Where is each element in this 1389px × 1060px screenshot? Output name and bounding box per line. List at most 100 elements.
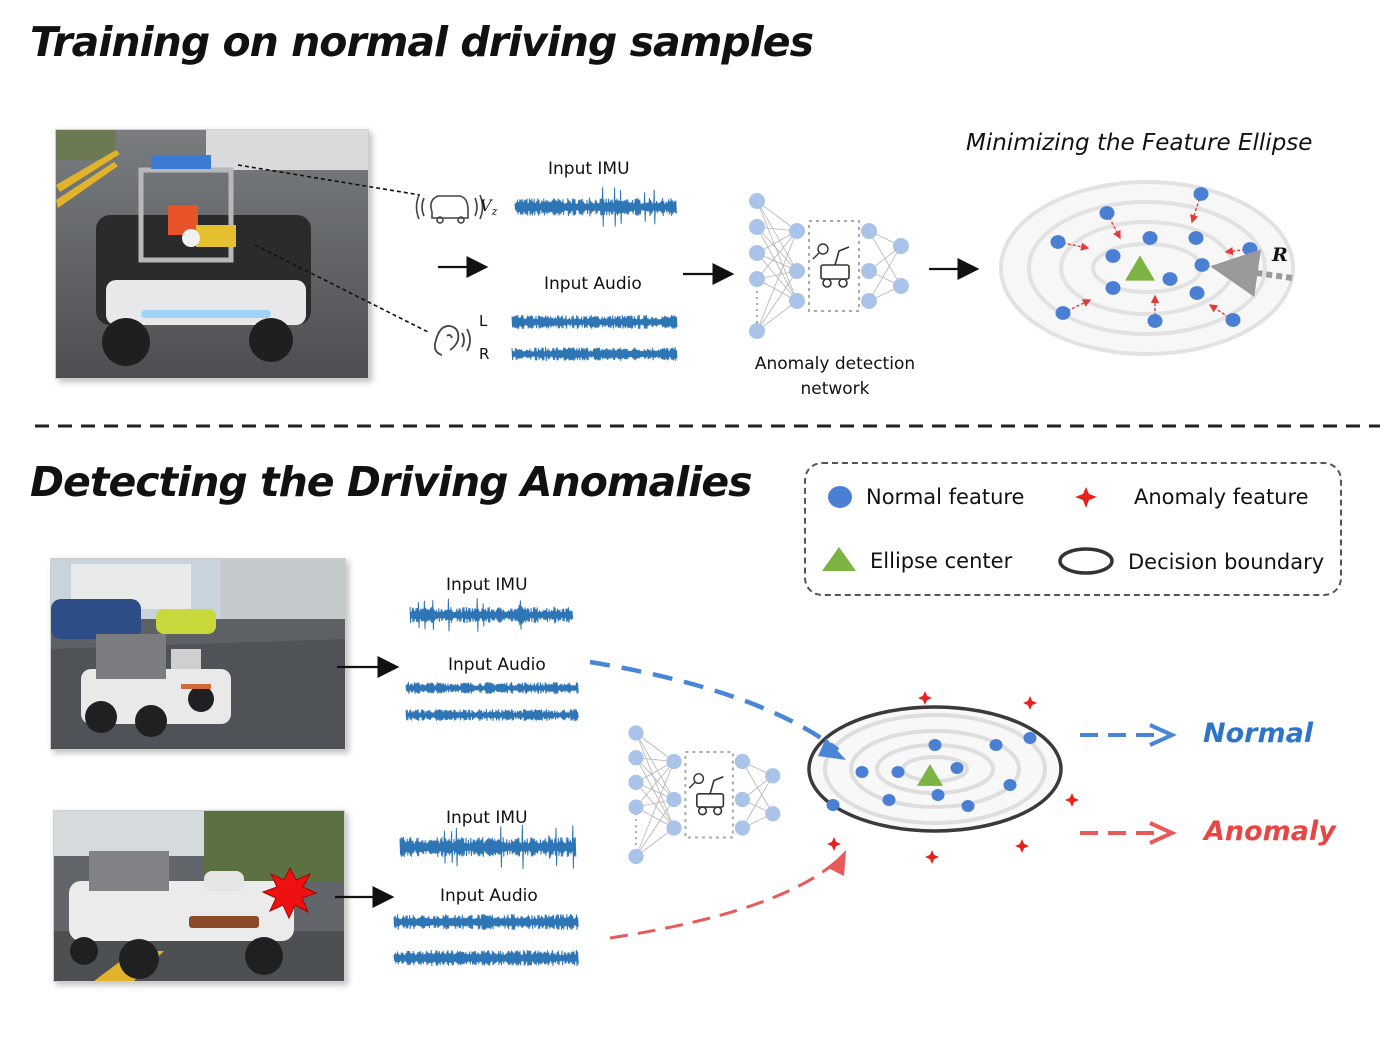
- channel-left-label: L: [479, 312, 488, 330]
- ellipse-title: Minimizing the Feature Ellipse: [966, 130, 1313, 156]
- network-node: [734, 820, 751, 836]
- anomaly-detection-network: [749, 193, 909, 339]
- network-node: [666, 791, 682, 808]
- normal-imu-waveform: [409, 598, 574, 632]
- top-input-audio-label: Input Audio: [544, 274, 642, 294]
- normal-audio-left-waveform: [405, 682, 579, 694]
- anomaly-detection-network-inference: [628, 725, 781, 865]
- network-node: [628, 799, 644, 815]
- legend-decision-boundary-label: Decision boundary: [1128, 550, 1325, 574]
- anomaly-feature-point: [918, 691, 932, 705]
- legend-decision-boundary-icon: [1058, 547, 1114, 575]
- normal-feature-point: [1055, 306, 1071, 320]
- vz-symbol: Vz: [480, 196, 497, 218]
- magnifier-icon: [812, 243, 829, 260]
- feature-ellipse-inference: [807, 691, 1079, 864]
- normal-feature-point: [1003, 779, 1017, 791]
- robot-photo-training: [55, 129, 369, 379]
- normal-feature-point: [1242, 242, 1258, 256]
- anomaly-feature-point: [827, 837, 841, 851]
- network-node: [765, 768, 781, 784]
- normal-feature-point: [1105, 281, 1121, 295]
- explosion-icon: [261, 866, 318, 920]
- output-normal-label: Normal: [1203, 718, 1314, 749]
- legend: [804, 462, 1342, 596]
- robot-arm-icon: [695, 775, 725, 816]
- top-audio-right-waveform: [511, 346, 678, 362]
- network-node: [789, 293, 805, 309]
- legend-anomaly-feature-label: Anomaly feature: [1134, 485, 1309, 509]
- normal-feature-point: [855, 766, 869, 778]
- legend-normal-feature-icon: [828, 486, 852, 508]
- network-node: [628, 750, 644, 766]
- normal-feature-point: [1189, 286, 1205, 300]
- signal-waveforms: [393, 187, 678, 967]
- network-node: [789, 223, 805, 239]
- network-node: [666, 820, 682, 836]
- ellipse-center-marker: [1125, 255, 1155, 281]
- ear-icon: [433, 325, 471, 356]
- network-node: [749, 323, 765, 339]
- normal-feature-point: [1225, 313, 1241, 327]
- anomaly-audio-right-waveform: [393, 949, 579, 967]
- robot-photo-anomaly: [53, 810, 345, 982]
- network-node: [893, 238, 909, 254]
- normal-feature-point: [826, 799, 840, 811]
- normal-feature-point: [1193, 187, 1209, 201]
- network-node: [628, 725, 644, 741]
- network-label: Anomaly detection network: [754, 354, 916, 399]
- normal-feature-point: [961, 800, 975, 812]
- normal-flow-arrow: [589, 659, 840, 752]
- network-node: [749, 193, 765, 209]
- network-node: [765, 806, 781, 822]
- normal-input-audio-label: Input Audio: [448, 655, 546, 675]
- legend-ellipse-center-icon: [822, 547, 856, 571]
- training-title: Training on normal driving samples: [30, 18, 814, 66]
- legend-normal-feature-label: Normal feature: [866, 485, 1025, 509]
- normal-feature-point: [1099, 206, 1115, 220]
- normal-feature-point: [1023, 732, 1037, 744]
- network-node: [666, 753, 682, 770]
- decision-boundary: [807, 705, 1063, 833]
- normal-input-imu-label: Input IMU: [446, 575, 528, 595]
- anomaly-imu-waveform: [399, 824, 577, 870]
- top-audio-left-waveform: [511, 315, 678, 329]
- normal-feature-point: [1105, 249, 1121, 263]
- network-node: [861, 293, 877, 309]
- anomaly-flow-arrow: [609, 858, 840, 940]
- legend-anomaly-feature-icon: [1075, 487, 1097, 508]
- normal-feature-point: [891, 766, 905, 778]
- anomaly-feature-point: [925, 850, 939, 864]
- network-node: [861, 263, 877, 279]
- normal-feature-point: [1142, 231, 1158, 245]
- radius-label: R: [1272, 244, 1288, 266]
- network-node: [628, 848, 644, 865]
- normal-feature-point: [882, 794, 896, 806]
- network-node: [893, 278, 909, 294]
- normal-feature-point: [1147, 314, 1163, 328]
- normal-feature-point: [928, 739, 942, 751]
- normal-audio-right-waveform: [405, 709, 579, 721]
- normal-feature-point: [1050, 235, 1066, 249]
- ellipse-center-marker: [917, 764, 943, 786]
- robot-arm-icon: [820, 246, 850, 288]
- network-node: [789, 263, 805, 279]
- anomaly-input-imu-label: Input IMU: [446, 808, 528, 828]
- radius-arrow: [1210, 249, 1293, 297]
- magnifier-icon: [688, 773, 705, 789]
- normal-feature-point: [1188, 231, 1204, 245]
- network-node: [749, 271, 765, 287]
- network-node: [749, 245, 765, 261]
- network-node: [749, 219, 765, 235]
- robot-photo-normal: [50, 558, 346, 750]
- vz-symbol-main: V: [480, 196, 492, 215]
- network-node: [628, 774, 644, 791]
- legend-ellipse-center-label: Ellipse center: [870, 549, 1013, 573]
- feature-ellipse-training: [999, 180, 1295, 356]
- normal-feature-point: [989, 739, 1003, 751]
- anomaly-feature-point: [1023, 696, 1037, 710]
- network-node: [734, 753, 751, 770]
- channel-right-label: R: [479, 345, 490, 363]
- network-node: [734, 791, 751, 808]
- vz-subscript: z: [491, 205, 498, 219]
